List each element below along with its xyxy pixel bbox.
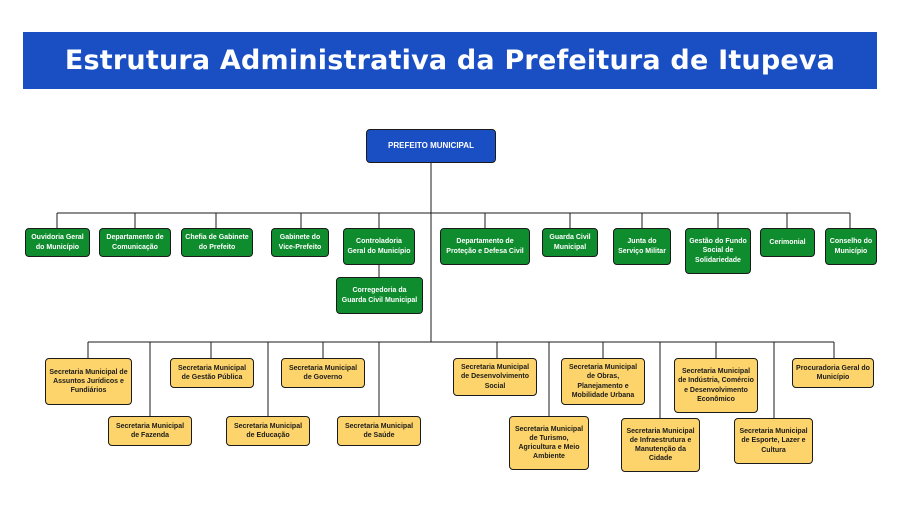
dept-vice-prefeito-box: Gabinete do Vice-Prefeito [271,228,329,257]
sec-fazenda-box: Secretaria Municipal de Fazenda [108,416,192,446]
sec-educacao-box: Secretaria Municipal de Educação [226,416,310,446]
procuradoria-box: Procuradoria Geral do Município [792,358,874,388]
sec-gestao-publica-box: Secretaria Municipal de Gestão Pública [170,358,254,388]
dept-label: Departamento de Proteção e Defesa Civil [446,238,524,255]
secretaria-label: Secretaria Municipal de Educação [233,422,303,439]
dept-fundo-social-box: Gestão do Fundo Social de Solidariedade [685,228,751,274]
dept-label: Ouvidoria Geral do Município [31,234,84,251]
sec-saude-box: Secretaria Municipal de Saúde [337,416,421,446]
secretaria-label: Secretaria Municipal de Esporte, Lazer e… [739,428,808,454]
sec-esporte-box: Secretaria Municipal de Esporte, Lazer e… [734,418,813,464]
prefeito-municipal-box: PREFEITO MUNICIPAL [366,129,496,163]
dept-junta-militar-box: Junta do Serviço Militar [613,228,671,265]
secretaria-label: Secretaria Municipal de Assuntos Jurídic… [49,368,128,395]
secretaria-label: Secretaria Municipal de Infraestrutura e… [626,427,695,463]
secretaria-label: Secretaria Municipal de Desenvolvimento … [460,364,530,390]
dept-label: Cerimonial [769,238,806,246]
secretaria-label: Secretaria Municipal de Obras, Planejame… [568,364,638,399]
secretaria-label: Procuradoria Geral do Município [796,364,870,381]
dept-controladoria-box: Controladoria Geral do Município [343,228,415,265]
dept-label: Departamento de Comunicação [106,234,164,251]
secretaria-label: Secretaria Municipal de Gestão Pública [177,364,247,381]
secretaria-label: Secretaria Municipal de Turismo, Agricul… [514,425,584,461]
dept-label: Gestão do Fundo Social de Solidariedade [689,238,747,264]
dept-cerimonial-box: Cerimonial [760,228,815,257]
secretaria-label: Secretaria Municipal de Saúde [344,422,414,439]
secretaria-label: Secretaria Municipal de Fazenda [115,422,185,439]
dept-corregedoria-box: Corregedoria da Guarda Civil Municipal [336,277,423,314]
dept-defesa-civil-box: Departamento de Proteção e Defesa Civil [440,228,530,265]
dept-label: Controladoria Geral do Município [347,238,411,255]
secretaria-label: Secretaria Municipal de Indústria, Comér… [678,368,754,403]
title-banner: Estrutura Administrativa da Prefeitura d… [23,32,877,89]
dept-label: Chefia de Gabinete do Prefeito [185,234,249,251]
dept-label: Conselho do Município [829,238,873,255]
dept-label: Corregedoria da Guarda Civil Municipal [341,287,418,304]
sec-obras-box: Secretaria Municipal de Obras, Planejame… [561,358,645,405]
dept-label: Junta do Serviço Militar [618,238,666,255]
sec-infraestrutura-box: Secretaria Municipal de Infraestrutura e… [621,418,700,472]
sec-juridicos-box: Secretaria Municipal de Assuntos Jurídic… [45,358,132,405]
sec-governo-box: Secretaria Municipal de Governo [281,358,365,388]
sec-industria-box: Secretaria Municipal de Indústria, Comér… [674,358,758,413]
secretaria-label: Secretaria Municipal de Governo [288,364,358,381]
sec-turismo-box: Secretaria Municipal de Turismo, Agricul… [509,416,589,470]
dept-comunicacao-box: Departamento de Comunicação [99,228,171,257]
dept-label: Gabinete do Vice-Prefeito [278,234,322,251]
dept-guarda-civil-box: Guarda Civil Municipal [542,228,598,257]
dept-conselho-box: Conselho do Município [825,228,877,265]
chart-title: Estrutura Administrativa da Prefeitura d… [64,45,836,76]
dept-label: Guarda Civil Municipal [549,234,591,251]
dept-chefia-gabinete-box: Chefia de Gabinete do Prefeito [181,228,253,257]
prefeito-municipal-label: PREFEITO MUNICIPAL [388,140,474,150]
dept-ouvidoria-box: Ouvidoria Geral do Município [25,228,90,257]
sec-desenvolvimento-social-box: Secretaria Municipal de Desenvolvimento … [453,358,537,396]
